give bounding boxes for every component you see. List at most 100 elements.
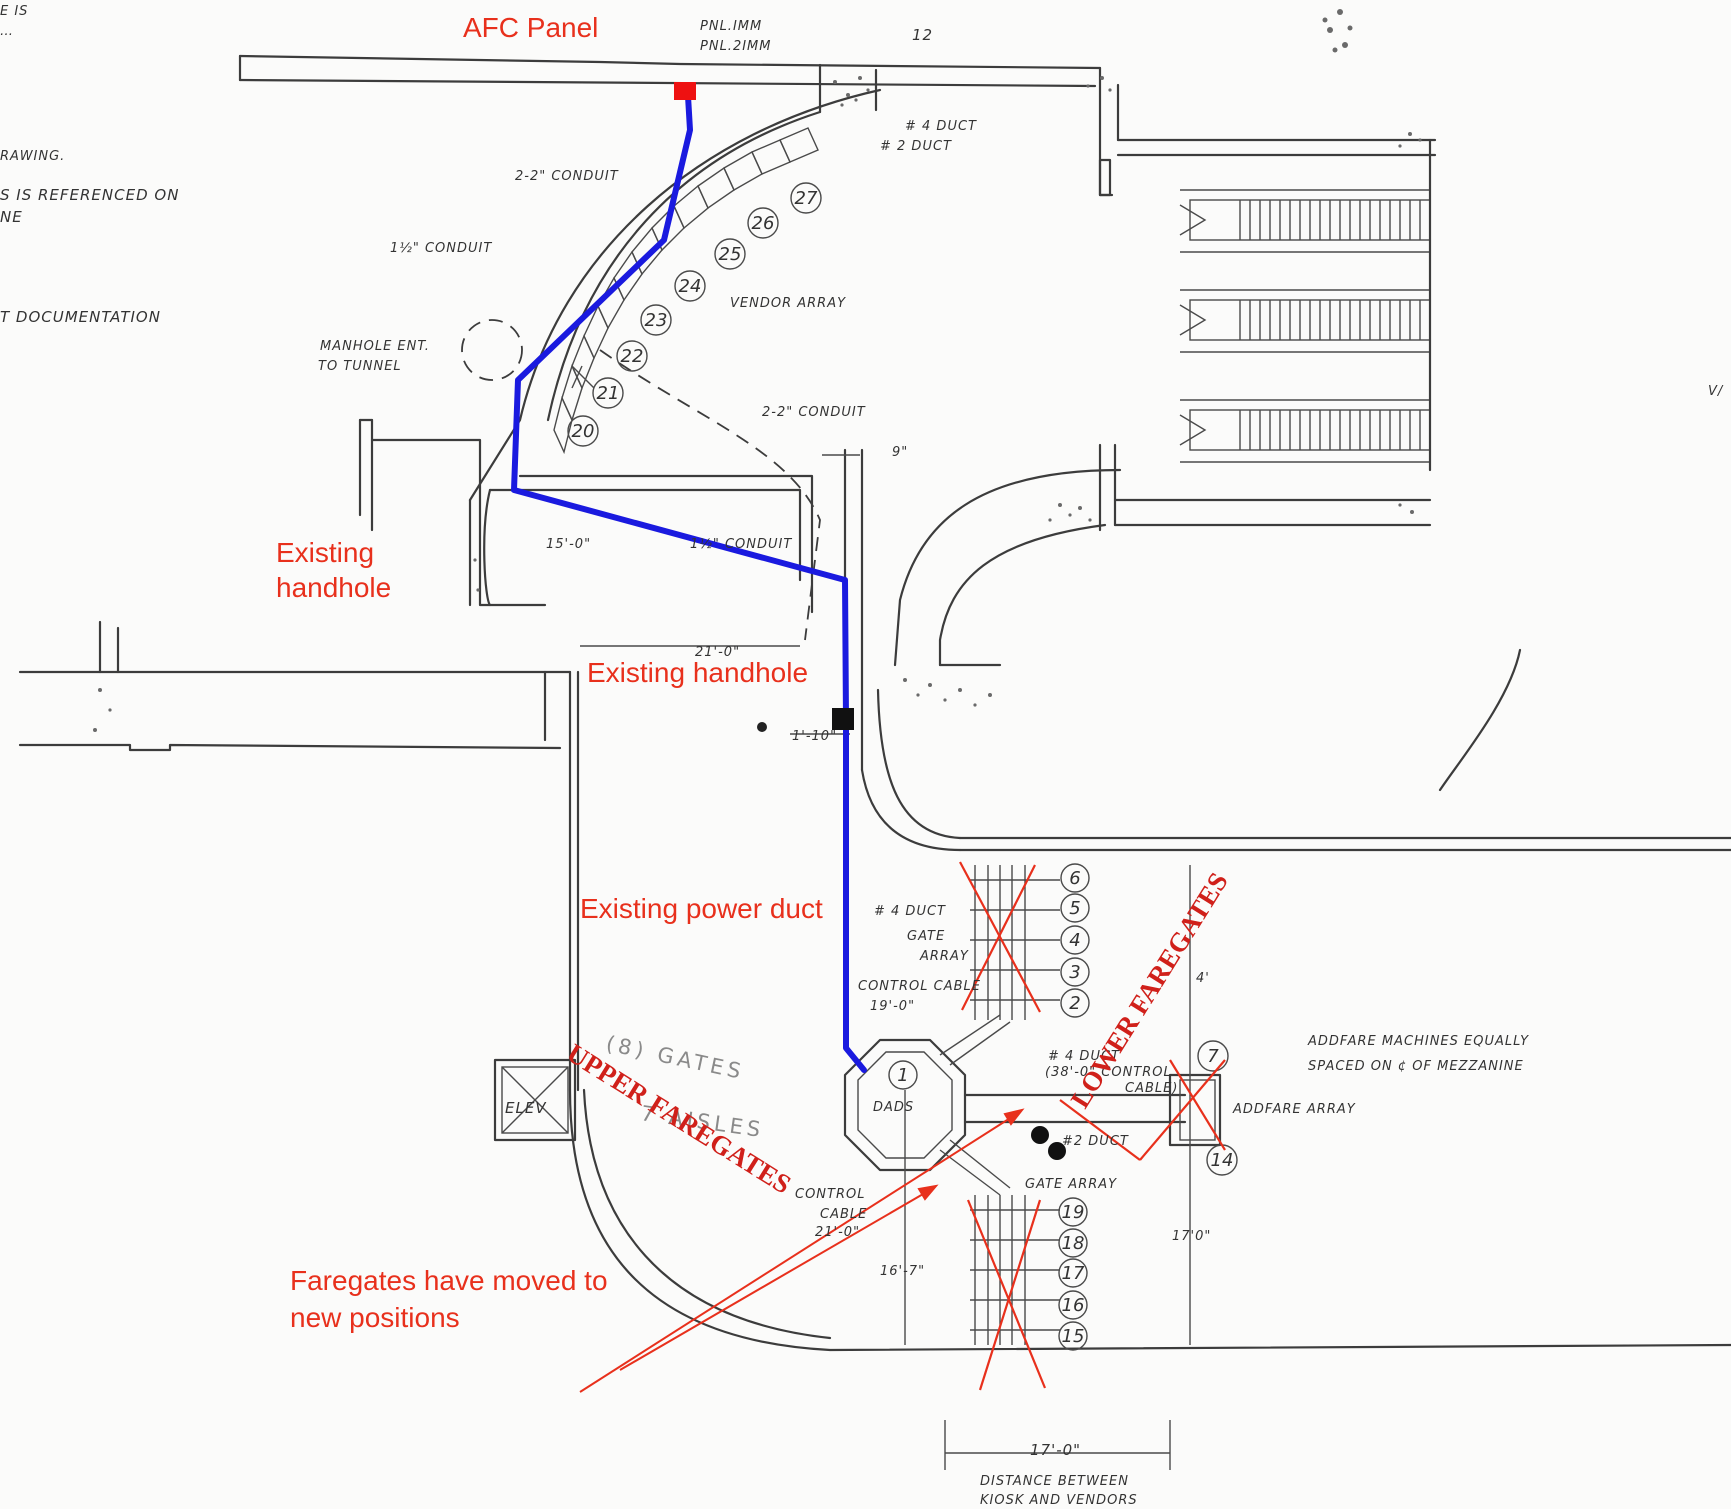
existing-handhole-marker <box>832 708 854 730</box>
upper-gate-circle <box>1060 893 1090 923</box>
upper-gate-number: 5 <box>1069 898 1080 919</box>
lower-gate-array-lines <box>939 1139 1060 1345</box>
vendor-number: 22 <box>621 346 644 367</box>
upper-gate-number: 4 <box>1069 930 1080 951</box>
vendor-circle <box>674 270 706 302</box>
vendor-number: 20 <box>572 421 595 442</box>
vendor-number: 25 <box>719 244 742 265</box>
dimension-lines <box>580 454 1191 1470</box>
upper-gate-circle <box>1060 925 1090 955</box>
faregates-moved-label-2: new positions <box>290 1302 460 1333</box>
svg-text:12: 12 <box>912 26 933 44</box>
svg-text:1½" CONDUIT: 1½" CONDUIT <box>690 537 792 552</box>
existing-handhole-label-2: handhole <box>276 572 391 603</box>
duct-marker-dot <box>1031 1126 1049 1144</box>
svg-text:V/: V/ <box>1708 384 1724 399</box>
svg-text:17'-0": 17'-0" <box>1030 1441 1081 1459</box>
svg-text:NE: NE <box>0 208 23 226</box>
svg-text:DISTANCE BETWEEN: DISTANCE BETWEEN <box>980 1474 1129 1489</box>
upper-gate-number: 3 <box>1069 962 1080 983</box>
lower-gate-circle <box>1058 1321 1088 1351</box>
vendor-circle <box>592 377 624 409</box>
vendor-circle <box>790 182 822 214</box>
lower-gate-number: 18 <box>1062 1233 1085 1254</box>
svg-text:PNL.2IMM: PNL.2IMM <box>700 39 771 54</box>
svg-text:S IS REFERENCED ON: S IS REFERENCED ON <box>0 186 179 204</box>
svg-text:21'-0": 21'-0" <box>695 645 740 660</box>
lower-gate-number: 16 <box>1062 1295 1085 1316</box>
architectural-linework <box>18 9 1731 1470</box>
vendor-circle <box>567 415 599 447</box>
vendor-number: 26 <box>752 213 775 234</box>
upper-gate-number: 2 <box>1069 993 1080 1014</box>
svg-text:1½" CONDUIT: 1½" CONDUIT <box>390 241 492 256</box>
svg-text:ELEV: ELEV <box>505 1099 547 1117</box>
existing-handhole-label-3: Existing handhole <box>587 657 808 688</box>
svg-text:# 4 DUCT: # 4 DUCT <box>1048 1049 1120 1064</box>
svg-text:TO TUNNEL: TO TUNNEL <box>318 359 402 374</box>
faregates-moved-label: Faregates have moved to <box>290 1265 608 1296</box>
lower-gate-number: 17 <box>1062 1263 1085 1284</box>
svg-text:2-2" CONDUIT: 2-2" CONDUIT <box>762 405 866 420</box>
svg-text:T DOCUMENTATION: T DOCUMENTATION <box>0 308 161 326</box>
svg-text:# 4 DUCT: # 4 DUCT <box>905 119 977 134</box>
svg-text:#2 DUCT: #2 DUCT <box>1062 1134 1129 1149</box>
upper-gate-circle <box>1060 957 1090 987</box>
svg-text:19'-0": 19'-0" <box>870 999 915 1014</box>
lower-gate-number: 15 <box>1062 1326 1085 1347</box>
svg-text:2-2" CONDUIT: 2-2" CONDUIT <box>515 169 619 184</box>
svg-text:PNL.IMM: PNL.IMM <box>700 19 762 34</box>
lower-gate-circle <box>1058 1290 1088 1320</box>
vendor-circle <box>640 304 672 336</box>
escalator-treads <box>1179 200 1421 450</box>
afc-panel-marker <box>674 82 696 100</box>
svg-text:E IS: E IS <box>0 4 28 19</box>
svg-text:CABLE): CABLE) <box>1125 1081 1178 1096</box>
lower-gate-circle <box>1058 1228 1088 1258</box>
svg-text:17'0": 17'0" <box>1172 1229 1211 1244</box>
svg-text:GATE ARRAY: GATE ARRAY <box>1025 1177 1117 1192</box>
upper-gate-number: 6 <box>1069 868 1080 889</box>
upper-gate-circle <box>1060 863 1090 893</box>
upper-gate-number-group: 6 5 4 3 2 <box>1060 863 1090 1018</box>
svg-text:VENDOR ARRAY: VENDOR ARRAY <box>730 296 846 311</box>
svg-text:4': 4' <box>1196 971 1210 986</box>
existing-handhole-label: Existing <box>276 537 374 568</box>
svg-text:MANHOLE ENT.: MANHOLE ENT. <box>320 339 430 354</box>
upper-gate-circle <box>1060 988 1090 1018</box>
existing-power-duct-label: Existing power duct <box>580 893 823 924</box>
svg-text:RAWING.: RAWING. <box>0 149 65 164</box>
svg-text:…: … <box>0 24 14 39</box>
svg-text:21'-0": 21'-0" <box>815 1225 860 1240</box>
svg-text:CONTROL CABLE: CONTROL CABLE <box>858 979 981 994</box>
small-dot <box>757 722 767 732</box>
lower-gate-circle <box>1058 1197 1088 1227</box>
svg-text:7: 7 <box>1207 1046 1219 1067</box>
addfare-number-14: 14 <box>1206 1144 1238 1176</box>
svg-text:CABLE: CABLE <box>820 1207 867 1222</box>
vendor-circle <box>714 238 746 270</box>
removed-marks <box>959 861 1226 1391</box>
svg-text:ARRAY: ARRAY <box>919 949 969 964</box>
afc-panel-label: AFC Panel <box>463 12 598 43</box>
cable-route <box>511 93 867 1073</box>
svg-text:15'-0": 15'-0" <box>546 537 591 552</box>
svg-text:GATE: GATE <box>907 929 945 944</box>
svg-text:(38'-0" CONTROL: (38'-0" CONTROL <box>1045 1065 1172 1080</box>
svg-text:9": 9" <box>892 445 908 460</box>
vendor-number: 24 <box>679 276 702 297</box>
svg-text:16'-7": 16'-7" <box>880 1264 925 1279</box>
addfare-number-7: 7 <box>1197 1040 1229 1072</box>
lower-gate-circle <box>1058 1258 1088 1288</box>
lower-gate-number: 19 <box>1062 1202 1085 1223</box>
red-arrow-lines <box>579 1108 1025 1393</box>
upper-gate-array-lines <box>939 865 1060 1066</box>
svg-text:# 2 DUCT: # 2 DUCT <box>880 139 952 154</box>
svg-text:CONTROL: CONTROL <box>795 1187 865 1202</box>
svg-text:14: 14 <box>1211 1150 1234 1171</box>
svg-text:ADDFARE ARRAY: ADDFARE ARRAY <box>1232 1102 1356 1117</box>
vendor-circle <box>616 340 648 372</box>
